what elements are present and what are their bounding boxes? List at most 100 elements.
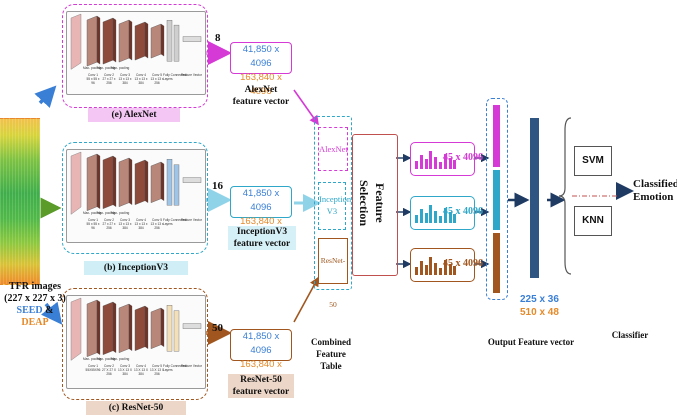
conv-layer-label: Conv 5 13 x 13 x 256	[150, 218, 164, 231]
input-layer-icon	[70, 13, 82, 70]
conv-layer-icon	[102, 17, 114, 65]
conv-layer-icon	[86, 153, 98, 212]
feature-bar	[443, 154, 447, 169]
feature-bar	[448, 212, 452, 223]
feature-bar	[438, 216, 442, 223]
feature-vector-label: Feature Vector	[181, 72, 202, 77]
fc-layer-icon	[173, 164, 180, 206]
feature-bar	[448, 158, 452, 169]
alexnet-fv-box: 41,850 x 4096 163,840 x 4096	[230, 42, 292, 97]
combined-table	[314, 116, 352, 290]
conv-layer-side-icon	[160, 307, 165, 348]
feature-bar	[424, 159, 428, 169]
fc-layer-icon	[166, 19, 173, 62]
arrow-input-alexnet	[34, 85, 57, 108]
conv-layer-label: Conv 2 27 X 27 X 256	[102, 364, 116, 377]
inception-fv-box: 41,850 x 4096 163,840 x 4096	[230, 186, 292, 241]
feature-bar	[448, 264, 452, 275]
conv-layer-icon	[150, 161, 162, 204]
output-row-3: 45 x 4096	[410, 248, 483, 282]
inception-fv-line1: 41,850 x 4096	[242, 188, 280, 213]
conv-layer-icon	[150, 307, 162, 350]
alexnet-fv-line2: 163,840 x 4096	[240, 72, 282, 97]
conv-layer-label: Conv 4 13 x 13 x 384	[134, 72, 148, 85]
combined-caption: Combined Feature Table	[310, 337, 351, 371]
inception-layers-graphic	[70, 151, 202, 215]
feature-bar	[424, 213, 428, 223]
knn-box: KNN	[574, 206, 612, 236]
pooling-label: Max- pooling	[97, 66, 116, 71]
feature-vector-icon	[182, 323, 202, 329]
conv-layer-label: Conv 1 55 x 55 x 96	[86, 218, 100, 231]
fc-layer-icon	[173, 24, 180, 62]
resnet-fv-caption: ResNet-50 feature vector	[228, 374, 294, 398]
conv-layer-icon	[134, 305, 146, 352]
conv-layer-label: Conv 1 55 x 55 x 96	[86, 72, 100, 85]
output-row-2-bars	[415, 203, 457, 223]
pooling-label: Max- pooling	[111, 356, 130, 361]
alexnet-fv-caption: AlexNet feature vector	[232, 85, 290, 107]
conv-layer-label: Conv 1 55X55X96	[85, 364, 101, 373]
conv-layer-side-icon	[128, 157, 133, 206]
combined-cell-alexnet: AlexNet	[318, 127, 348, 171]
combined-cell-inception: Inception V3	[318, 182, 351, 230]
fc-layers-label: Fully Connected Layers	[163, 72, 187, 81]
output-row-1-label: 45 x 4096	[443, 152, 483, 163]
seed-label: SEED	[16, 305, 43, 316]
resnet-number: 50	[212, 322, 223, 334]
feature-bar	[415, 161, 418, 169]
conv-layer-side-icon	[96, 153, 101, 210]
output-row-3-bars	[415, 255, 457, 275]
alexnet-frame	[62, 4, 208, 108]
feature-bar	[415, 215, 418, 223]
combined-cell-resnet: ResNet-50	[318, 238, 348, 309]
output-vector-seg-2	[493, 170, 500, 230]
amp-label: &	[45, 305, 54, 316]
output-vector-frame	[486, 98, 508, 300]
feature-bar	[415, 267, 418, 275]
fc-layer-icon	[166, 158, 173, 206]
output-vector-seg-3	[493, 233, 500, 293]
reduced-dim-1: 225 x 36	[520, 294, 559, 305]
conv-layer-side-icon	[144, 159, 149, 204]
reduced-dim-2: 510 x 48	[520, 307, 559, 318]
pooling-label: Max- pooling	[83, 66, 102, 71]
conv-layer-label: Conv 3 13 X 13 X 384	[118, 364, 132, 377]
feature-bar	[453, 214, 457, 223]
conv-layer-label: Conv 3 13 x 13 x 384	[118, 72, 132, 85]
output-row-3-label: 45 x 4096	[443, 258, 483, 269]
pooling-label: Max- pooling	[83, 210, 102, 215]
feature-bar	[434, 157, 438, 169]
conv-layer-icon	[86, 15, 98, 67]
deap-label: DEAP	[21, 317, 49, 328]
conv-layer-side-icon	[112, 155, 117, 208]
output-row-2-label: 45 x 4096	[443, 206, 483, 217]
inception-label: (b) InceptionV3	[84, 261, 188, 275]
feature-bar	[438, 268, 442, 275]
conv-layer-label: Conv 4 13 X 13 X 384	[134, 364, 148, 377]
reduced-vector	[530, 118, 539, 278]
resnet-frame	[62, 288, 208, 400]
conv-layer-label: Conv 5 13 x 13 x 256	[150, 72, 164, 85]
conv-layer-side-icon	[96, 15, 101, 65]
alexnet-label: (e) AlexNet	[88, 108, 180, 122]
conv-layer-side-icon	[112, 17, 117, 63]
feature-bar	[443, 260, 447, 275]
resnet-layers-graphic	[70, 297, 202, 361]
feature-bar	[419, 261, 423, 275]
alexnet-layers-graphic	[70, 13, 202, 70]
pooling-label: Max- pooling	[83, 356, 102, 361]
conv-layer-icon	[102, 301, 114, 356]
output-row-1: 45 x 4096	[410, 142, 483, 176]
feature-bar	[429, 151, 433, 169]
input-datasets: SEED & DEAP	[2, 305, 68, 329]
selection-block	[352, 134, 398, 276]
classified-emotion: Classified Emotion	[633, 178, 677, 203]
conv-layer-icon	[118, 303, 130, 354]
input-line2: (227 x 227 x 3)	[4, 293, 66, 304]
output-vector-seg-1	[493, 105, 500, 167]
feature-bar	[419, 155, 423, 169]
